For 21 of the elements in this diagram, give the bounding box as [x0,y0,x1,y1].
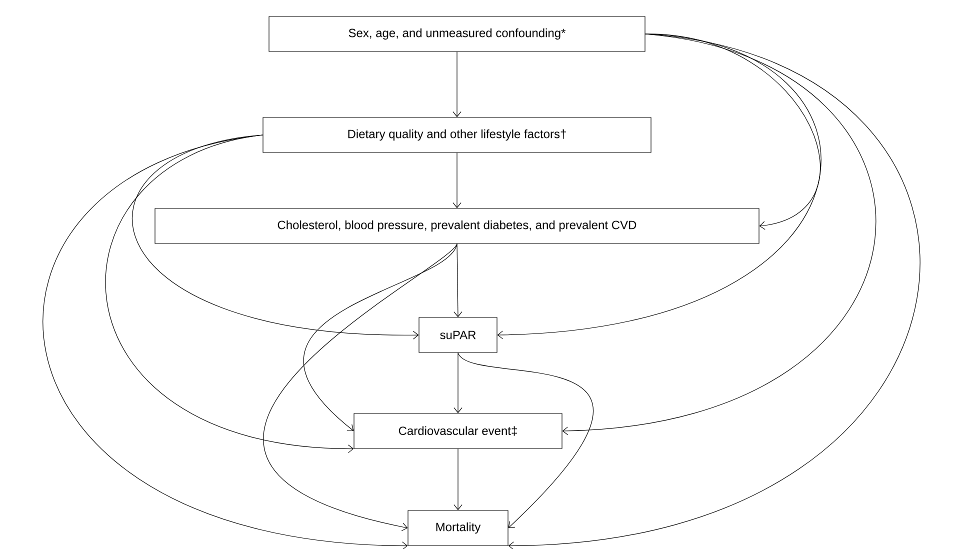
factor-box: Dietary quality and other lifestyle factors† [262,117,652,153]
arrow [44,134,408,549]
factor-box: Sex, age, and unmeasured confounding* [268,16,646,52]
factor-box: suPAR [418,317,498,353]
factor-box: Cardiovascular event‡ [354,413,562,449]
factor-box: Mortality [408,510,508,546]
factor-box: Cholesterol, blood pressure, prevalent diabetes, and prevalent CVD [154,208,760,244]
arrow [452,152,462,208]
arrow [562,34,876,436]
arrow [303,244,458,432]
arrow [454,244,462,318]
arrow [264,244,458,532]
arrow [454,352,462,414]
arrow [454,448,462,510]
arrow [508,34,919,549]
arrow [452,52,462,118]
arrow [645,34,821,230]
arrow [132,134,419,340]
arrow [497,34,821,340]
arrow [106,134,354,454]
arrow [458,352,592,528]
